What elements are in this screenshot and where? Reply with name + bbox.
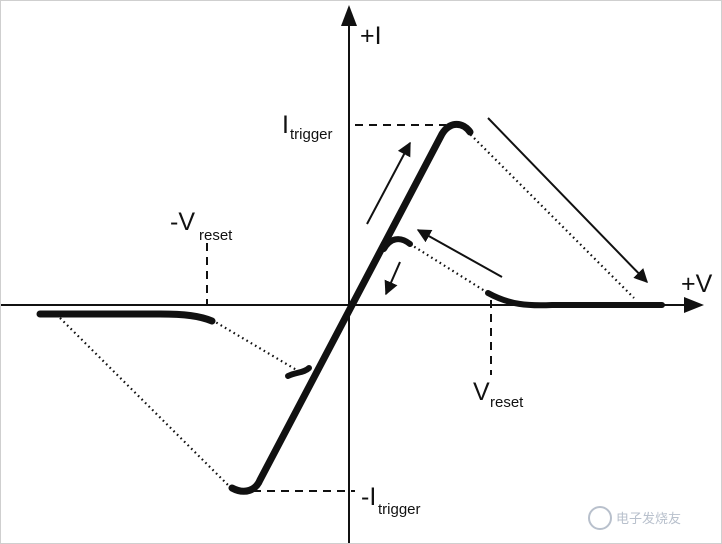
- y-axis-label: +I: [360, 22, 382, 50]
- iv-curve-upper-hook: [381, 236, 413, 252]
- watermark-text: 电子发烧友: [616, 511, 681, 526]
- y-axis-arrowhead: [341, 5, 357, 26]
- neg-v-reset-label-main: -V: [170, 208, 195, 236]
- neg-i-trigger-label-sub: trigger: [378, 501, 421, 518]
- direction-arrows: [366, 117, 648, 296]
- iv-curve-left-branch: [36, 310, 216, 325]
- neg-i-trigger-label-main: -I: [361, 483, 376, 511]
- neg-v-reset-label-sub: reset: [199, 227, 233, 244]
- x-axis-arrowhead: [684, 297, 704, 313]
- iv-curve-main: [228, 120, 474, 495]
- v-reset-label-sub: reset: [490, 394, 524, 411]
- watermark: 电子发烧友: [588, 506, 681, 530]
- iv-curve-lower-hook: [285, 365, 312, 379]
- i-trigger-label-sub: trigger: [290, 126, 333, 143]
- x-axis-label: +V: [681, 270, 713, 298]
- iv-curve-right-branch: [485, 290, 665, 309]
- v-reset-label-main: V: [473, 378, 490, 406]
- i-trigger-label-main: I: [282, 111, 289, 139]
- dotted-snapback-paths: [59, 130, 635, 488]
- watermark-logo-icon: [588, 506, 612, 530]
